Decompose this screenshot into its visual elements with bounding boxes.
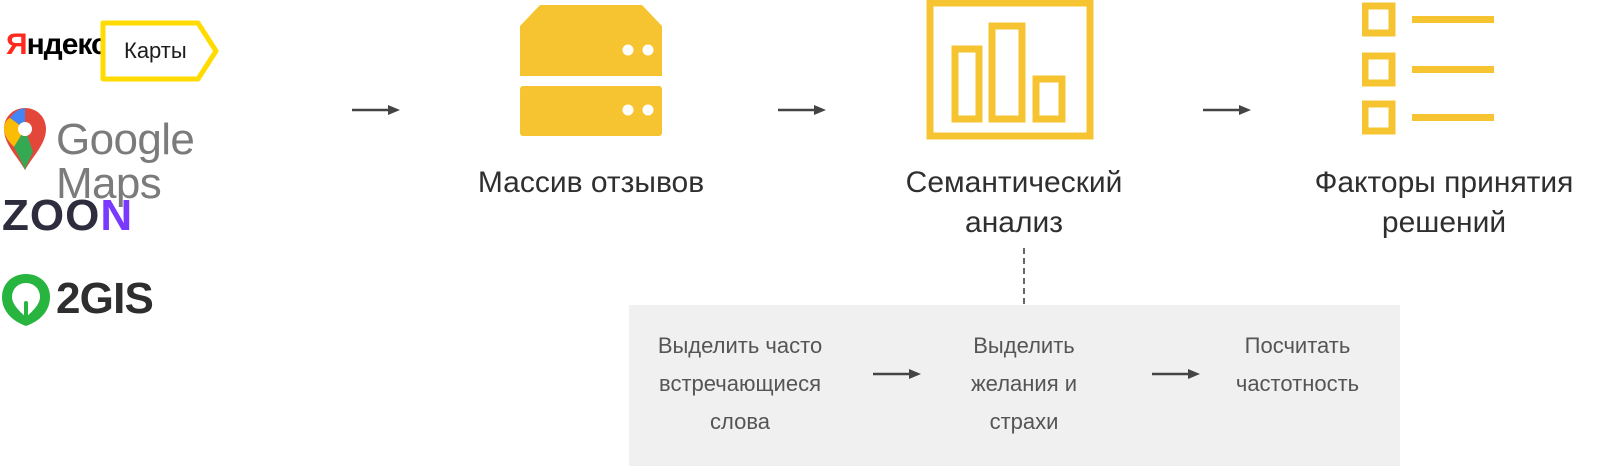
yandex-maps-label: Карты xyxy=(124,38,187,63)
review-array-label-text: Массив отзывов xyxy=(477,166,705,199)
map-pin-icon xyxy=(4,108,46,170)
detail-step-2-line-1: Выделить xyxy=(973,333,1075,358)
yandex-maps-logo: Яндекс Карты xyxy=(2,20,222,82)
yandex-wordmark: Яндекс xyxy=(6,28,108,61)
bar-chart-icon xyxy=(926,0,1094,140)
yandex-maps-badge: Карты xyxy=(100,20,219,82)
detail-step-1-line-1: Выделить часто xyxy=(657,333,823,358)
decision-factors-line-2: решений xyxy=(1381,206,1507,239)
semantic-analysis-label: Семантический анализ xyxy=(884,163,1144,243)
detail-step-1-line-2: встречающиеся xyxy=(659,371,821,396)
flow-arrow-3 xyxy=(1203,102,1255,118)
review-array-label: Массив отзывов xyxy=(466,163,716,203)
semantic-analysis-line-2: анализ xyxy=(965,206,1063,239)
yandex-letter-ya: Я xyxy=(6,28,28,61)
factors-illustration xyxy=(1362,0,1498,140)
checklist-icon xyxy=(1362,2,1494,135)
detail-step-1-line-3: слова xyxy=(710,409,770,434)
zoon-letter-z: Z xyxy=(2,191,30,240)
2gis-logo: 2GIS xyxy=(0,272,180,328)
arrow-right-icon xyxy=(778,105,826,115)
detail-step-2-line-2: желания и xyxy=(970,371,1078,396)
arrow-right-icon xyxy=(1152,369,1200,379)
detail-step-3-line-2: частотность xyxy=(1235,371,1360,396)
flow-arrow-2 xyxy=(778,102,830,118)
arrow-right-icon xyxy=(873,369,921,379)
server-illustration xyxy=(516,2,666,138)
detail-arrow-2 xyxy=(1152,366,1204,382)
zoon-letter-n: N xyxy=(100,191,134,240)
leaf-pin-icon xyxy=(2,274,50,326)
decision-factors-line-1: Факторы принятия xyxy=(1314,166,1574,199)
analysis-details-panel: Выделить часто встречающиеся слова Выдел… xyxy=(629,305,1400,466)
zoon-wordmark: ZOON xyxy=(2,194,133,238)
arrow-right-icon xyxy=(1203,105,1251,115)
detail-step-frequency: Посчитать частотность xyxy=(1195,327,1400,403)
decision-factors-label: Факторы принятия решений xyxy=(1288,163,1600,243)
detail-step-desires-fears: Выделить желания и страхи xyxy=(917,327,1131,441)
detail-step-frequent-words: Выделить часто встречающиеся слова xyxy=(629,327,851,441)
detail-step-2-line-3: страхи xyxy=(989,409,1059,434)
detail-step-3-line-1: Посчитать xyxy=(1244,333,1351,358)
google-maps-label: Google Maps xyxy=(56,115,195,208)
yandex-letters-ndex: ндекс xyxy=(26,28,108,61)
zoon-letters-oo: OO xyxy=(29,191,101,240)
google-maps-logo: Google Maps xyxy=(0,106,290,206)
2gis-label: 2GIS xyxy=(56,274,154,323)
semantic-analysis-line-1: Семантический xyxy=(905,166,1123,199)
detail-arrow-1 xyxy=(873,366,925,382)
analytics-illustration xyxy=(926,0,1094,140)
server-icon xyxy=(520,5,662,136)
dashed-connector xyxy=(1023,248,1025,304)
yandex-badge-shape-icon xyxy=(100,20,219,82)
zoon-logo: ZOON xyxy=(0,194,160,244)
flow-arrow-1 xyxy=(352,102,404,118)
arrow-right-icon xyxy=(352,105,400,115)
